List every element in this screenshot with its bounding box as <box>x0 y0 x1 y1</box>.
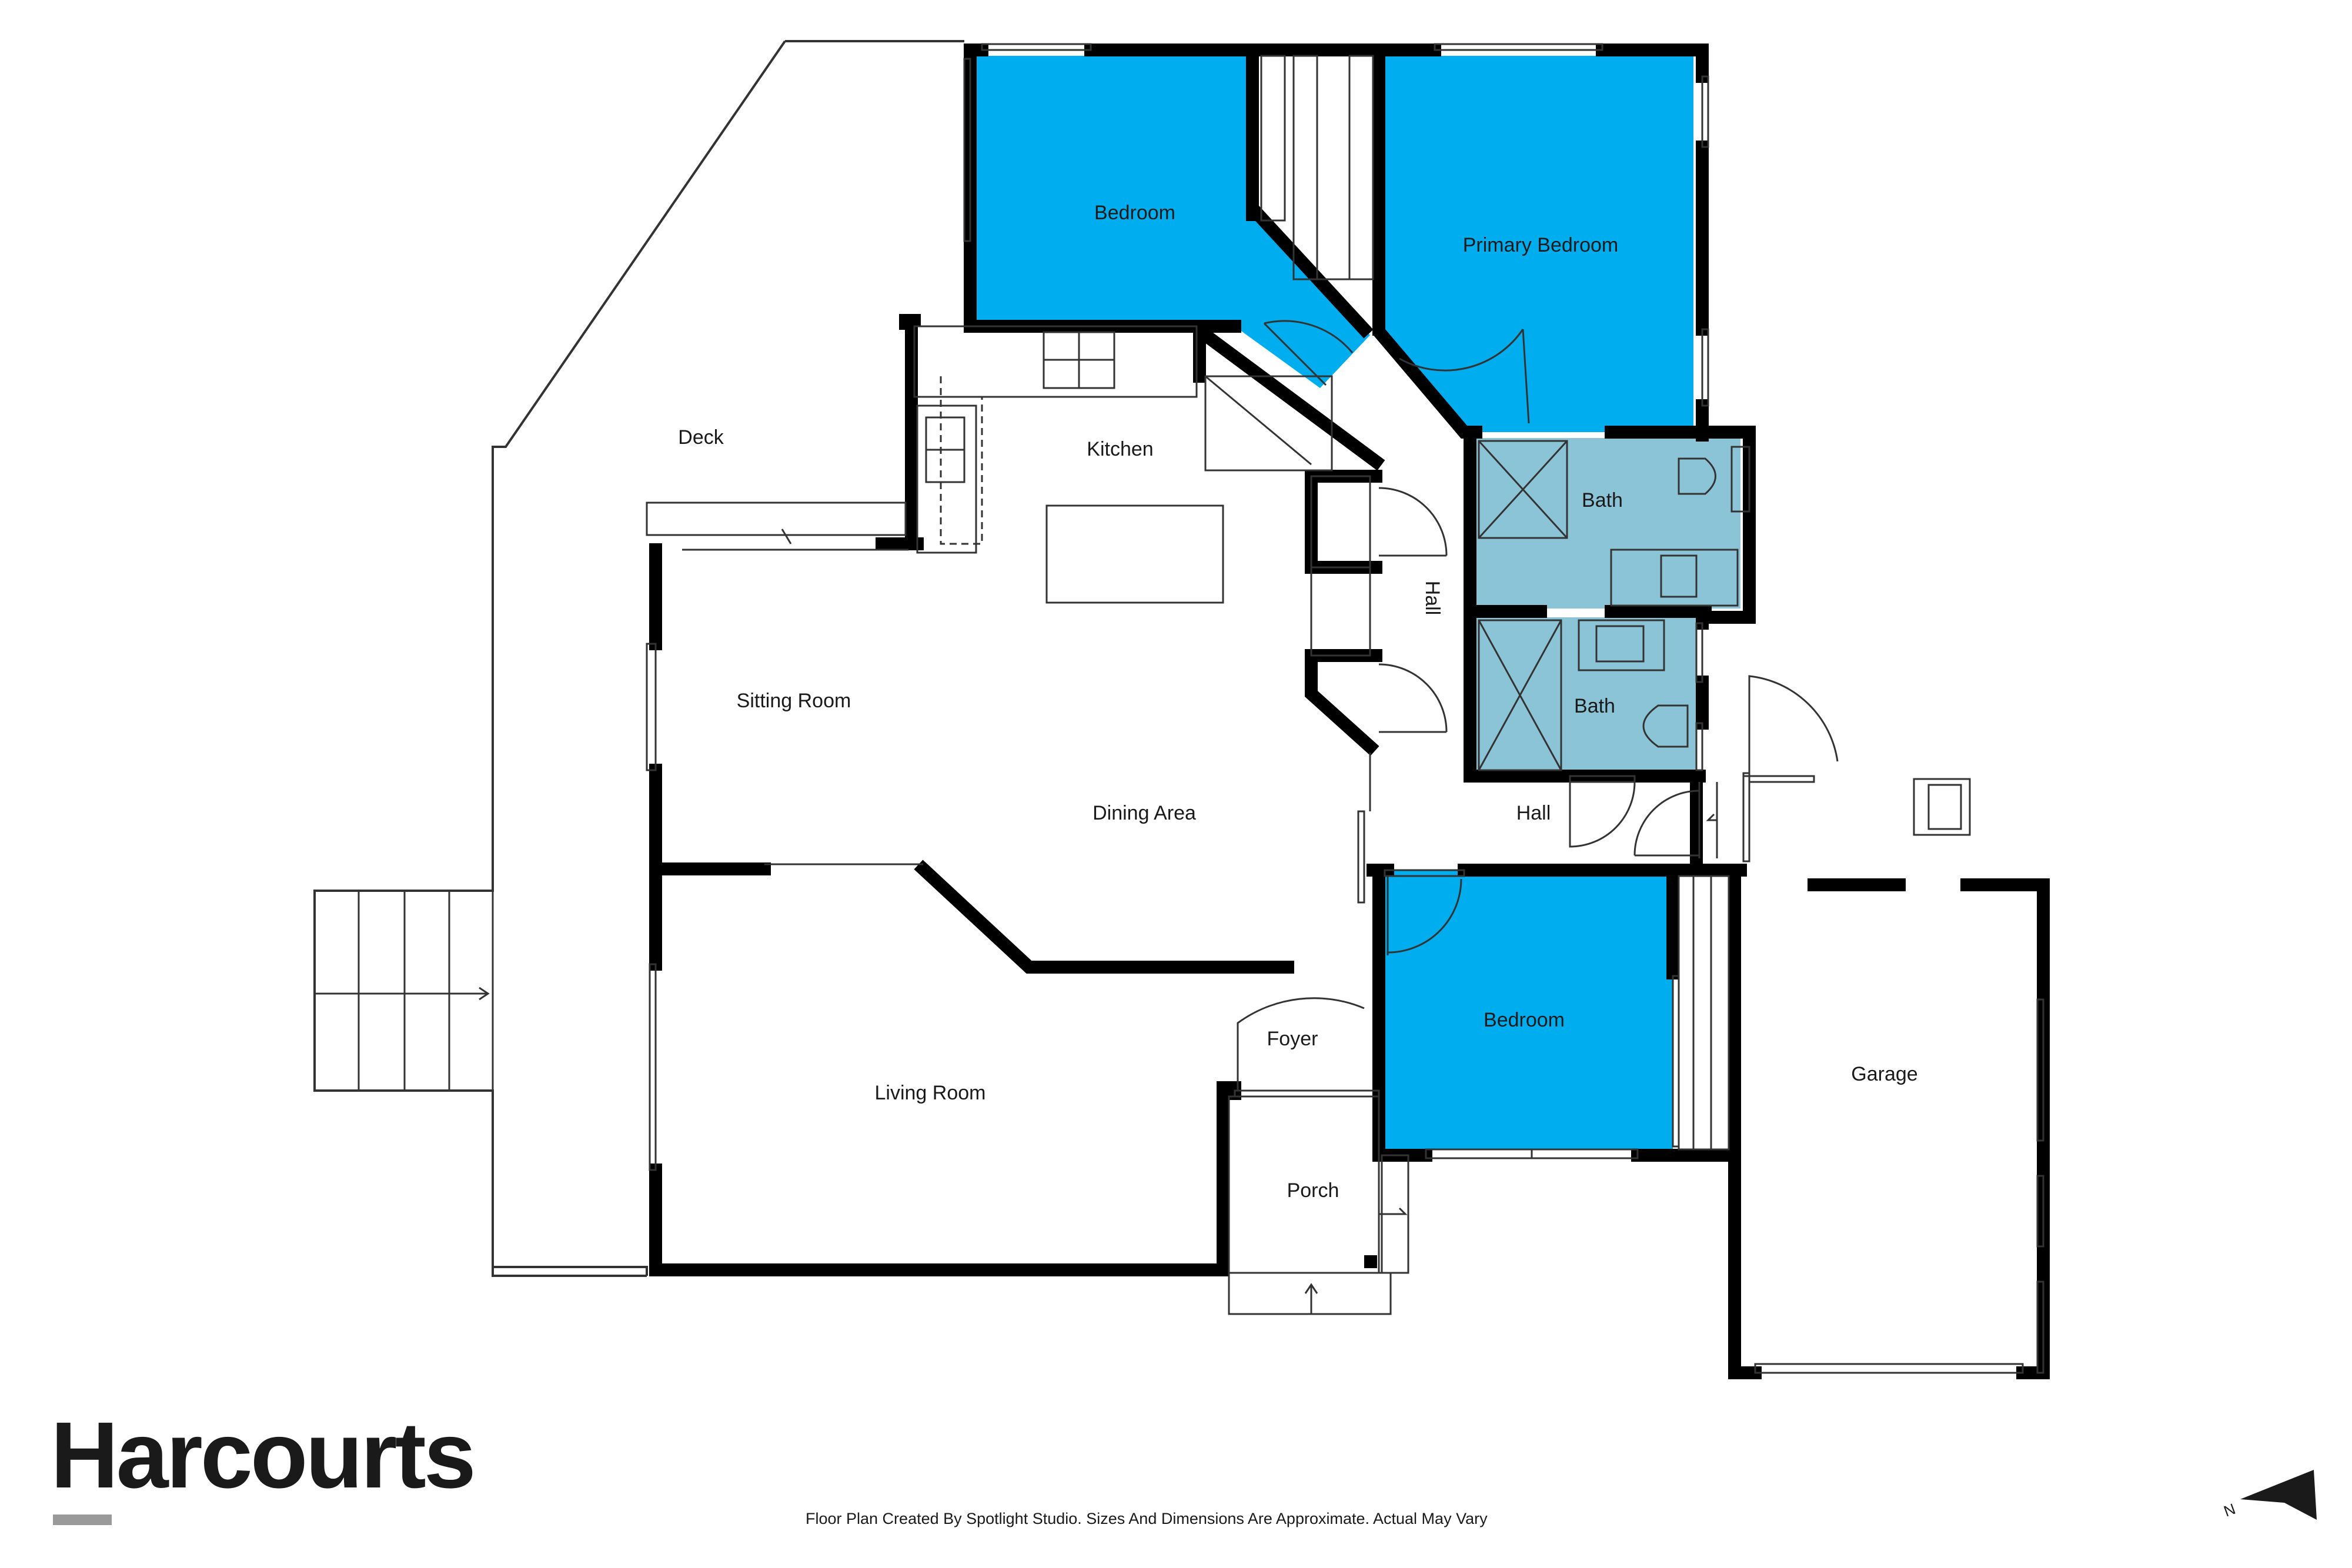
label-deck: Deck <box>678 426 724 449</box>
primary-bedroom-fill <box>1385 56 1693 432</box>
footer-disclaimer: Floor Plan Created By Spotlight Studio. … <box>806 1510 1488 1527</box>
label-living-room: Living Room <box>875 1082 986 1104</box>
harcourts-logo: Harcourts <box>51 1402 476 1507</box>
label-kitchen: Kitchen <box>1087 438 1153 460</box>
label-hall-b: Hall <box>1516 802 1551 824</box>
label-bedroom-b: Bedroom <box>1484 1009 1565 1031</box>
label-bath-b: Bath <box>1574 695 1615 717</box>
room-labels: Deck Bedroom Primary Bedroom Kitchen Bat… <box>678 202 1917 1202</box>
bedroom-a-fill <box>976 56 1370 388</box>
label-sitting-room: Sitting Room <box>737 690 851 712</box>
bedroom-b-fill <box>1385 870 1673 1149</box>
deck-steps <box>313 890 494 1092</box>
walls <box>649 44 2050 1379</box>
thin-lines <box>646 43 2044 1374</box>
compass-label: N <box>2221 1500 2238 1520</box>
porch-post <box>1364 1255 1377 1268</box>
logo-underline-bar <box>53 1514 112 1525</box>
label-foyer: Foyer <box>1267 1028 1318 1050</box>
label-hall-a: Hall <box>1421 581 1444 616</box>
label-primary-bedroom: Primary Bedroom <box>1463 234 1619 256</box>
label-bath-a: Bath <box>1582 489 1623 511</box>
label-garage: Garage <box>1851 1063 1917 1085</box>
label-dining-area: Dining Area <box>1093 802 1196 824</box>
room-fills <box>976 56 1740 1149</box>
label-porch: Porch <box>1287 1179 1339 1202</box>
compass-icon: N <box>2221 1470 2317 1520</box>
label-bedroom-a: Bedroom <box>1094 202 1175 224</box>
bath-a-fill <box>1476 438 1740 609</box>
